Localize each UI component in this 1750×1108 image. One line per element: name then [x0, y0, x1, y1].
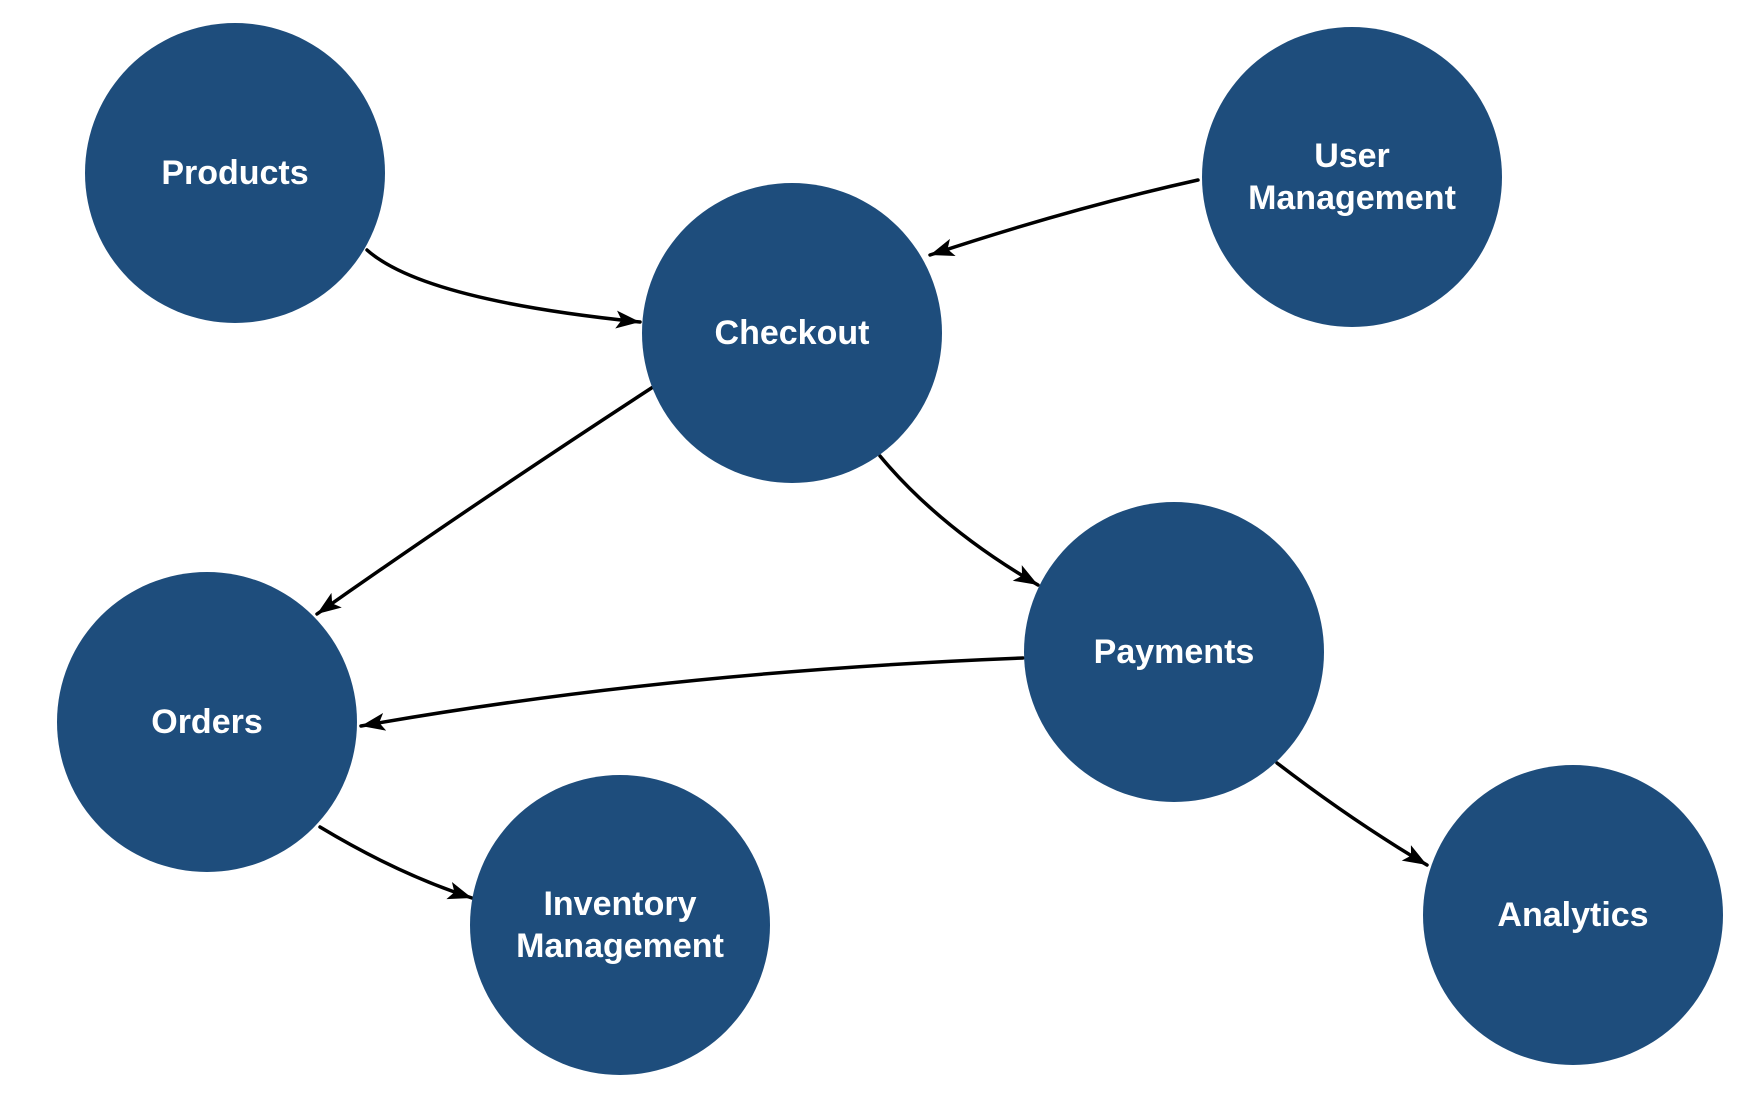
node-label: Checkout	[714, 313, 870, 352]
node-payments[interactable]: Payments	[1024, 502, 1324, 802]
edge-user-management-to-checkout[interactable]	[928, 178, 1200, 257]
edge-checkout-to-payments[interactable]	[878, 454, 1040, 587]
node-label: Analytics	[1497, 895, 1649, 934]
node-inventory-management[interactable]: Inventory Management	[470, 775, 770, 1075]
node-orders[interactable]: Orders	[57, 572, 357, 872]
node-user-management[interactable]: User Management	[1202, 27, 1502, 327]
node-label: Inventory Management	[516, 884, 724, 966]
node-label: User Management	[1248, 136, 1456, 218]
edge-payments-to-orders[interactable]	[359, 656, 1025, 731]
node-analytics[interactable]: Analytics	[1423, 765, 1723, 1065]
edge-payments-to-analytics[interactable]	[1275, 761, 1429, 867]
node-checkout[interactable]: Checkout	[642, 183, 942, 483]
node-products[interactable]: Products	[85, 23, 385, 323]
node-label: Orders	[151, 702, 263, 741]
edge-orders-to-inventory-management[interactable]	[318, 825, 474, 900]
node-label: Payments	[1093, 632, 1255, 671]
edge-checkout-to-orders[interactable]	[315, 385, 655, 616]
node-label: Products	[161, 153, 309, 192]
edge-products-to-checkout[interactable]	[365, 248, 642, 329]
